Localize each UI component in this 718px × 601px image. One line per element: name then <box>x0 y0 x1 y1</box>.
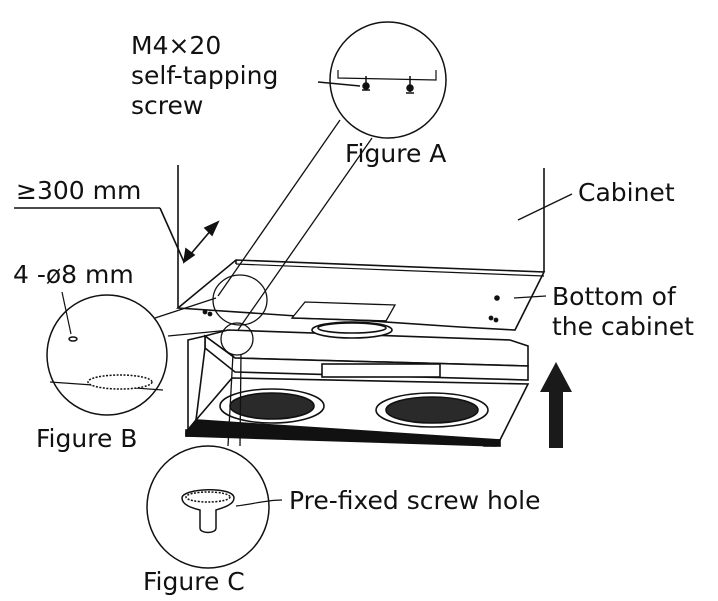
figure-b-caption: Figure B <box>36 424 138 453</box>
screw-spec-label: M4×20 self-tapping screw <box>131 31 278 121</box>
hood-magnifier <box>220 322 254 356</box>
screw-spec-line-1: M4×20 <box>131 31 222 60</box>
figure-b-detail <box>46 291 168 416</box>
right-leaders <box>513 193 573 299</box>
screw-spec-line-2: self-tapping <box>131 61 279 90</box>
figure-a-caption: Figure A <box>345 139 447 168</box>
cabinet-drawing <box>175 165 546 331</box>
bottom-of-cabinet-line-1: Bottom of <box>552 282 676 311</box>
figure-c-detail <box>146 445 283 569</box>
min-distance-label: ≥300 mm <box>16 176 142 205</box>
pre-fixed-hole-label: Pre-fixed screw hole <box>289 486 541 515</box>
figure-a-connectors <box>217 119 373 331</box>
hole-spec-label: 4 -ø8 mm <box>13 260 134 289</box>
range-hood-drawing <box>185 321 530 447</box>
bottom-of-cabinet-label: Bottom of the cabinet <box>552 282 694 342</box>
cabinet-magnifier <box>212 274 268 326</box>
figure-a-detail <box>317 21 447 139</box>
bottom-of-cabinet-line-2: the cabinet <box>552 312 694 341</box>
distance-dimension <box>14 207 220 264</box>
figure-c-caption: Figure C <box>143 567 245 596</box>
up-arrow-icon <box>540 362 572 448</box>
figure-c-connectors <box>227 353 242 447</box>
cabinet-label: Cabinet <box>578 178 675 207</box>
screw-spec-line-3: screw <box>131 91 204 120</box>
figure-b-connectors <box>154 297 231 337</box>
